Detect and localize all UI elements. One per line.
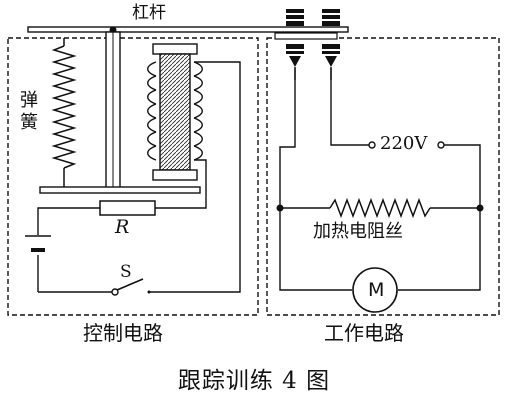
motor: [352, 267, 398, 313]
voltage-label: 220V: [380, 133, 428, 154]
battery: [25, 235, 51, 252]
resistor: [99, 200, 156, 216]
heater-label: 加热电阻丝: [313, 221, 403, 242]
spring: [51, 38, 77, 187]
work-circuit-label: 工作电路: [324, 321, 404, 345]
control-wires: [37, 61, 241, 293]
switch: [111, 278, 151, 296]
lever-label: 杠杆: [132, 3, 166, 23]
electromagnet: [147, 43, 203, 181]
control-circuit-label: 控制电路: [83, 321, 163, 345]
armature-plate: [39, 186, 201, 194]
terminal-left: [368, 141, 376, 149]
junction-left: [276, 204, 284, 212]
spring-label-2: 簧: [20, 112, 38, 133]
junction-right: [476, 204, 484, 212]
lever-contacts: [274, 9, 340, 40]
heating-wire: [329, 197, 431, 219]
spring-label-1: 弹: [20, 90, 38, 111]
control-circuit-frame: [7, 37, 259, 316]
work-wires: [279, 67, 481, 291]
switch-label: S: [120, 262, 132, 282]
fixed-contacts: [286, 44, 340, 67]
work-circuit-frame: [266, 37, 500, 316]
lever-bar: [27, 26, 349, 33]
terminal-right: [437, 141, 445, 149]
resistor-label: R: [115, 216, 130, 238]
motor-label: M: [368, 279, 385, 301]
figure-caption: 跟踪训练 4 图: [177, 368, 331, 394]
